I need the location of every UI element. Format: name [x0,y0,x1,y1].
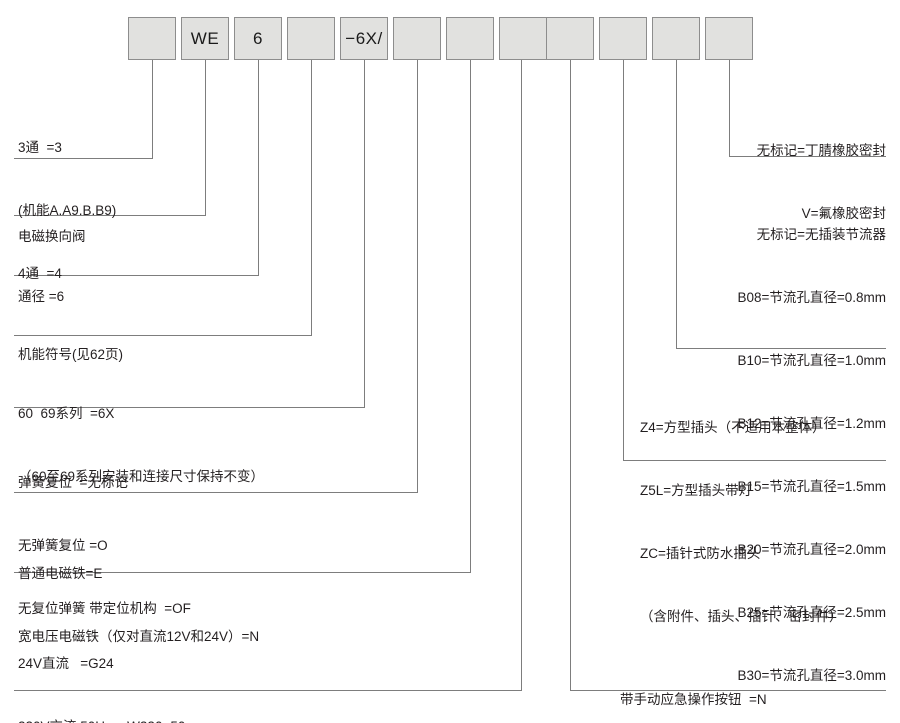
leader-line-solenoid-type-horizontal [14,572,471,573]
label-connector-plug-line-1: Z4=方型插头（不适用本整体） [640,420,826,435]
label-spring-return-line-3: 无复位弹簧 带定位机构 =OF [18,601,191,616]
code-box-8[interactable] [499,17,547,60]
code-box-6[interactable] [393,17,441,60]
code-box-12[interactable] [705,17,753,60]
label-voltage-line-2: 220V交流.50Hz =W220−50 [18,716,185,723]
leader-line-ways-vertical [152,60,153,158]
label-throttle-insert: 无标记=无插装节流器 B08=节流孔直径=0.8mm B10=节流孔直径=1.0… [606,182,886,723]
label-throttle-insert-line-8: B30=节流孔直径=3.0mm [737,668,886,683]
label-seal-material: 无标记=丁腈橡胶密封 V=氟橡胶密封 [606,98,886,266]
label-connector-plug: Z4=方型插头（不适用本整体） Z5L=方型插头带灯 ZC=插针式防水插头 （含… [640,375,843,669]
leader-line-ways-horizontal [14,158,153,159]
leader-line-series-vertical [364,60,365,407]
code-box-1[interactable] [128,17,176,60]
label-throttle-insert-line-2: B08=节流孔直径=0.8mm [737,290,886,305]
leader-line-series-horizontal [14,407,365,408]
label-throttle-insert-line-5: B15=节流孔直径=1.5mm [737,479,886,494]
leader-line-connector-plug-horizontal [623,460,886,461]
leader-line-throttle-insert-vertical [676,60,677,348]
leader-line-voltage-horizontal [14,690,522,691]
leader-line-valve-type-vertical [205,60,206,215]
label-manual-override: 带手动应急操作按钮 =N [620,647,767,723]
label-ways-line-2: (机能A.A9.B.B9) [18,203,117,218]
label-series-line-2: （60至69系列安装和连接尺寸保持不变） [18,469,265,484]
leader-line-manual-override-horizontal [570,690,886,691]
label-spool-symbol: 机能符号(见62页) [18,302,123,407]
code-box-4[interactable] [287,17,335,60]
label-spring-return: 弹簧复位 =无标记 无弹簧复位 =O 无复位弹簧 带定位机构 =OF [18,430,191,661]
leader-line-nominal-size-horizontal [14,275,259,276]
label-throttle-insert-line-4: B12=节流孔直径=1.2mm [737,416,886,431]
label-voltage: 24V直流 =G24 220V交流.50Hz =W220−50 220V交流本整… [18,611,185,723]
leader-line-voltage-vertical [521,60,522,690]
label-series: 60 69系列 =6X （60至69系列安装和连接尺寸保持不变） [18,361,264,529]
label-nominal-size-line-1: 通径 =6 [18,289,65,304]
leader-line-manual-override-vertical [570,60,571,690]
leader-line-seal-material-vertical [729,60,730,156]
label-spool-symbol-line-1: 机能符号(见62页) [18,347,124,362]
label-seal-material-line-1: 无标记=丁腈橡胶密封 [756,143,886,158]
code-box-9[interactable] [546,17,594,60]
code-box-11[interactable] [652,17,700,60]
label-throttle-insert-line-6: B20=节流孔直径=2.0mm [737,542,886,557]
code-box-3[interactable]: 6 [234,17,282,60]
label-connector-plug-line-3: ZC=插针式防水插头 [640,546,761,561]
leader-line-solenoid-type-vertical [470,60,471,572]
code-box-5[interactable]: −6X/ [340,17,388,60]
leader-line-spool-symbol-horizontal [14,335,312,336]
label-ways: 3通 =3 (机能A.A9.B.B9) 4通 =4 [18,95,116,326]
code-box-2[interactable]: WE [181,17,229,60]
leader-line-spring-return-vertical [417,60,418,492]
leader-line-spool-symbol-vertical [311,60,312,335]
code-box-10[interactable] [599,17,647,60]
label-series-line-1: 60 69系列 =6X [18,406,115,421]
label-valve-type-line-1: 电磁换向阀 [18,229,86,244]
label-spring-return-line-1: 弹簧复位 =无标记 [18,475,128,490]
leader-line-valve-type-horizontal [14,215,206,216]
leader-line-throttle-insert-horizontal [676,348,886,349]
label-ways-line-1: 3通 =3 [18,140,62,155]
label-throttle-insert-line-3: B10=节流孔直径=1.0mm [737,353,886,368]
leader-line-spring-return-horizontal [14,492,418,493]
label-throttle-insert-line-7: B25=节流孔直径=2.5mm [737,605,886,620]
label-nominal-size: 通径 =6 [18,244,64,349]
label-spring-return-line-2: 无弹簧复位 =O [18,538,108,553]
label-connector-plug-line-4: （含附件、插头、插针、密封件） [640,609,843,624]
leader-line-seal-material-horizontal [729,156,886,157]
label-throttle-insert-line-1: 无标记=无插装节流器 [756,227,886,242]
label-ways-line-3: 4通 =4 [18,266,62,281]
label-connector-plug-line-2: Z5L=方型插头带灯 [640,483,753,498]
label-solenoid-type-line-1: 普通电磁铁=E [18,566,103,581]
leader-line-nominal-size-vertical [258,60,259,275]
label-manual-override-line-1: 带手动应急操作按钮 =N [620,692,767,707]
label-voltage-line-1: 24V直流 =G24 [18,656,114,671]
label-seal-material-line-2: V=氟橡胶密封 [801,206,886,221]
label-solenoid-type: 普通电磁铁=E 宽电压电磁铁（仅对直流12V和24V）=N [18,521,259,689]
leader-line-connector-plug-vertical [623,60,624,460]
label-valve-type: 电磁换向阀 [18,184,86,289]
code-box-7[interactable] [446,17,494,60]
label-solenoid-type-line-2: 宽电压电磁铁（仅对直流12V和24V）=N [18,629,260,644]
